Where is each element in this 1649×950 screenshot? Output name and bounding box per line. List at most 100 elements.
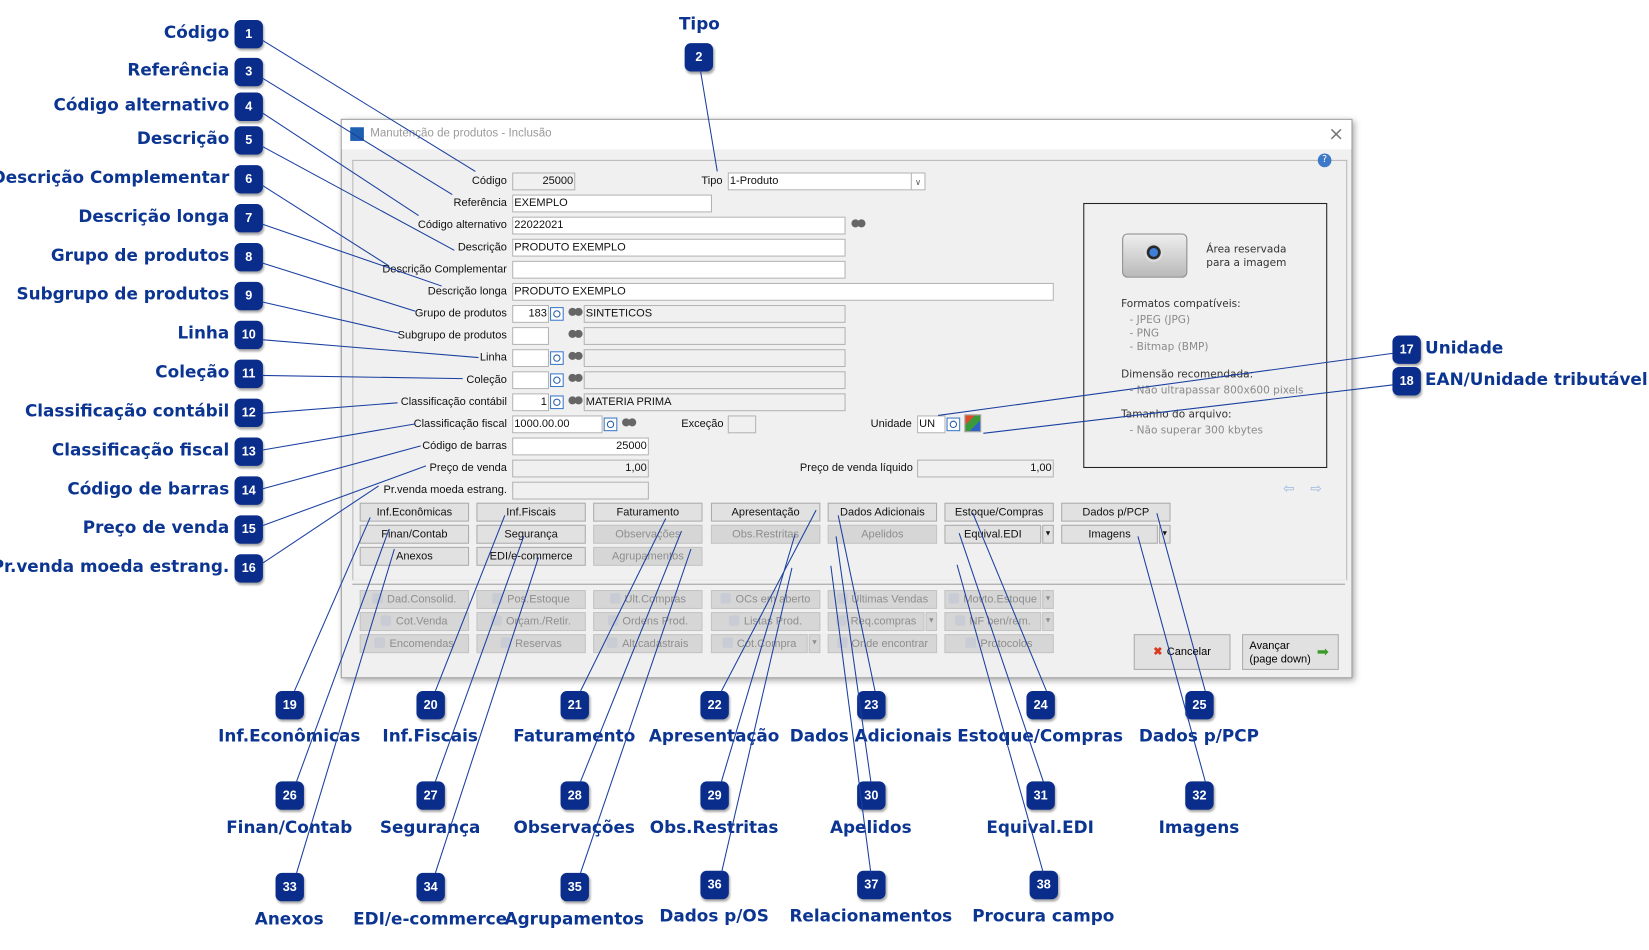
action-button-label: Movto.Estoque (963, 593, 1037, 606)
grupo-binoculars-icon[interactable]: ●● (567, 306, 583, 318)
action-button-pos-estoque[interactable]: Pos.Estoque (476, 590, 586, 609)
unidade-label: Unidade (870, 417, 912, 431)
action-button-dad-consolid-[interactable]: Dad.Consolid. (359, 590, 470, 609)
action-button-reservas[interactable]: Reservas (476, 634, 586, 654)
action-button-req-compras[interactable]: Req.compras (827, 612, 925, 632)
tab-button-observa-es[interactable]: Observações (593, 524, 703, 544)
tab-button-agrupamentos[interactable]: Agrupamentos (593, 546, 703, 566)
descricao-complementar-field[interactable] (512, 260, 846, 279)
excecao-label: Exceção (681, 417, 724, 431)
linha-code-field[interactable] (512, 349, 549, 368)
preco-venda-liquido-field[interactable]: 1,00 (917, 459, 1054, 478)
classificacao-fiscal-field[interactable]: 1000.00.00 (512, 415, 603, 434)
action-button-alt-cadastrais[interactable]: Alt.cadastrais (593, 634, 703, 654)
tab-button-anexos[interactable]: Anexos (359, 546, 470, 566)
colecao-name-field[interactable] (583, 371, 846, 390)
tipo-select[interactable]: 1-Produto (727, 172, 915, 191)
previous-image-arrow-icon[interactable]: ⇦ (1283, 481, 1295, 498)
linha-name-field[interactable] (583, 349, 846, 368)
callout-badge-23: 23 (857, 690, 886, 720)
callout-badge-29: 29 (700, 781, 729, 810)
action-button-onde-encontrar[interactable]: Onde encontrar (827, 634, 938, 654)
dropdown-arrow-icon[interactable]: ▼ (1042, 524, 1054, 544)
tab-button-inf-econ-micas[interactable]: Inf.Econômicas (359, 502, 470, 522)
next-image-arrow-icon[interactable]: ⇨ (1310, 481, 1322, 498)
tab-button-estoque-compras[interactable]: Estoque/Compras (944, 502, 1054, 522)
dropdown-arrow-icon[interactable]: ▼ (925, 612, 938, 632)
dropdown-arrow-icon[interactable]: ▼ (808, 634, 821, 654)
descricao-longa-field[interactable]: PRODUTO EXEMPLO (512, 282, 1054, 301)
dropdown-arrow-icon[interactable]: ▼ (1158, 524, 1171, 544)
tab-button-equival-edi[interactable]: Equival.EDI (944, 524, 1042, 544)
descricao-field[interactable]: PRODUTO EXEMPLO (512, 238, 846, 257)
classificacao-contabil-code-field[interactable]: 1 (512, 393, 549, 412)
tab-button-imagens[interactable]: Imagens (1061, 524, 1158, 544)
preco-venda-field[interactable]: 1,00 (512, 459, 649, 478)
grupo-search-icon[interactable] (550, 307, 564, 321)
subgrupo-binoculars-icon[interactable]: ●● (567, 328, 583, 340)
preco-moeda-estrang-label: Pr.venda moeda estrang. (383, 483, 507, 497)
tab-button-dados-adicionais[interactable]: Dados Adicionais (827, 502, 938, 522)
tab-button-faturamento[interactable]: Faturamento (593, 502, 703, 522)
action-button-encomendas[interactable]: Encomendas (359, 634, 470, 654)
referencia-field[interactable]: EXEMPLO (512, 194, 713, 213)
callout-badge-1: 1 (234, 19, 263, 49)
action-button-movto-estoque[interactable]: Movto.Estoque (944, 590, 1042, 609)
tab-button-obs-restritas[interactable]: Obs.Restritas (710, 524, 821, 544)
dropdown-arrow-icon[interactable]: ▼ (1042, 612, 1054, 632)
tab-button-seguran-a[interactable]: Segurança (476, 524, 586, 544)
next-button[interactable]: Avançar(page down)➡ (1242, 634, 1339, 670)
action-button-label: Orçam./Retir. (505, 615, 571, 628)
codigo-alternativo-field[interactable]: 22022021 (512, 216, 846, 235)
unidade-field[interactable]: UN (917, 415, 946, 434)
linha-binoculars-icon[interactable]: ●● (567, 350, 583, 362)
tab-button-finan-contab[interactable]: Finan/Contab (359, 524, 470, 544)
classificacao-contabil-binoculars-icon[interactable]: ●● (567, 394, 583, 406)
callout-badge-18: 18 (1392, 367, 1421, 396)
ean-unidade-tributavel-icon[interactable] (964, 414, 982, 433)
unidade-search-icon[interactable] (946, 417, 961, 432)
codigo-field[interactable]: 25000 (512, 172, 576, 191)
tab-button-edi-e-commerce[interactable]: EDI/e-commerce (476, 546, 586, 566)
help-icon[interactable]: ? (1317, 153, 1332, 168)
classificacao-contabil-search-icon[interactable] (550, 395, 564, 410)
grupo-code-field[interactable]: 183 (512, 304, 549, 323)
tab-button-apresenta-o[interactable]: Apresentação (710, 502, 821, 522)
subgrupo-name-field[interactable] (583, 327, 846, 345)
colecao-code-field[interactable] (512, 371, 549, 390)
classificacao-fiscal-binoculars-icon[interactable]: ●● (621, 416, 637, 429)
codigo-alternativo-binoculars-icon[interactable]: ●● (850, 217, 866, 230)
cancel-button[interactable]: ✖Cancelar (1133, 634, 1231, 670)
dropdown-arrow-icon[interactable]: ▼ (1042, 590, 1054, 609)
classificacao-contabil-name-field[interactable]: MATERIA PRIMA (583, 393, 846, 412)
action-button-ordens-prod-[interactable]: Ordens Prod. (593, 612, 703, 632)
subgrupo-code-field[interactable] (512, 327, 549, 345)
chevron-down-icon[interactable]: ∨ (910, 172, 926, 191)
colecao-binoculars-icon[interactable]: ●● (567, 372, 583, 384)
close-icon[interactable]: × (1328, 123, 1345, 146)
tab-button-dados-p-pcp[interactable]: Dados p/PCP (1061, 502, 1171, 522)
action-button-listas-prod-[interactable]: Listas Prod. (710, 612, 821, 632)
app-icon (350, 127, 364, 141)
action-button-protocolos[interactable]: Protocolos (944, 634, 1054, 654)
linha-search-icon[interactable] (550, 351, 564, 365)
action-button--lt-compras[interactable]: Últ.Compras (593, 590, 703, 609)
action-button--ltimas-vendas[interactable]: Últimas Vendas (827, 590, 938, 609)
action-button-ocs-em-aberto[interactable]: OCs em aberto (710, 590, 821, 609)
colecao-search-icon[interactable] (550, 373, 564, 388)
tab-button-inf-fiscais[interactable]: Inf.Fiscais (476, 502, 586, 522)
action-button-cot-compra[interactable]: Cot.Compra (710, 634, 808, 654)
action-button-or-am-retir-[interactable]: Orçam./Retir. (476, 612, 586, 632)
tab-button-apelidos[interactable]: Apelidos (827, 524, 938, 544)
action-button-label: Últ.Compras (624, 593, 686, 606)
callout-label-30: Apelidos (829, 817, 912, 838)
grupo-name-field[interactable]: SINTETICOS (583, 304, 846, 323)
action-button-nf-ben-rem-[interactable]: NF ben/rem. (944, 612, 1042, 632)
preco-moeda-estrang-field[interactable] (512, 481, 649, 500)
action-button-label: Cot.Venda (395, 615, 448, 628)
classificacao-fiscal-search-icon[interactable] (603, 417, 618, 432)
codigo-barras-field[interactable]: 25000 (512, 437, 649, 456)
excecao-field[interactable] (727, 415, 757, 434)
action-button-cot-venda[interactable]: Cot.Venda (359, 612, 470, 632)
